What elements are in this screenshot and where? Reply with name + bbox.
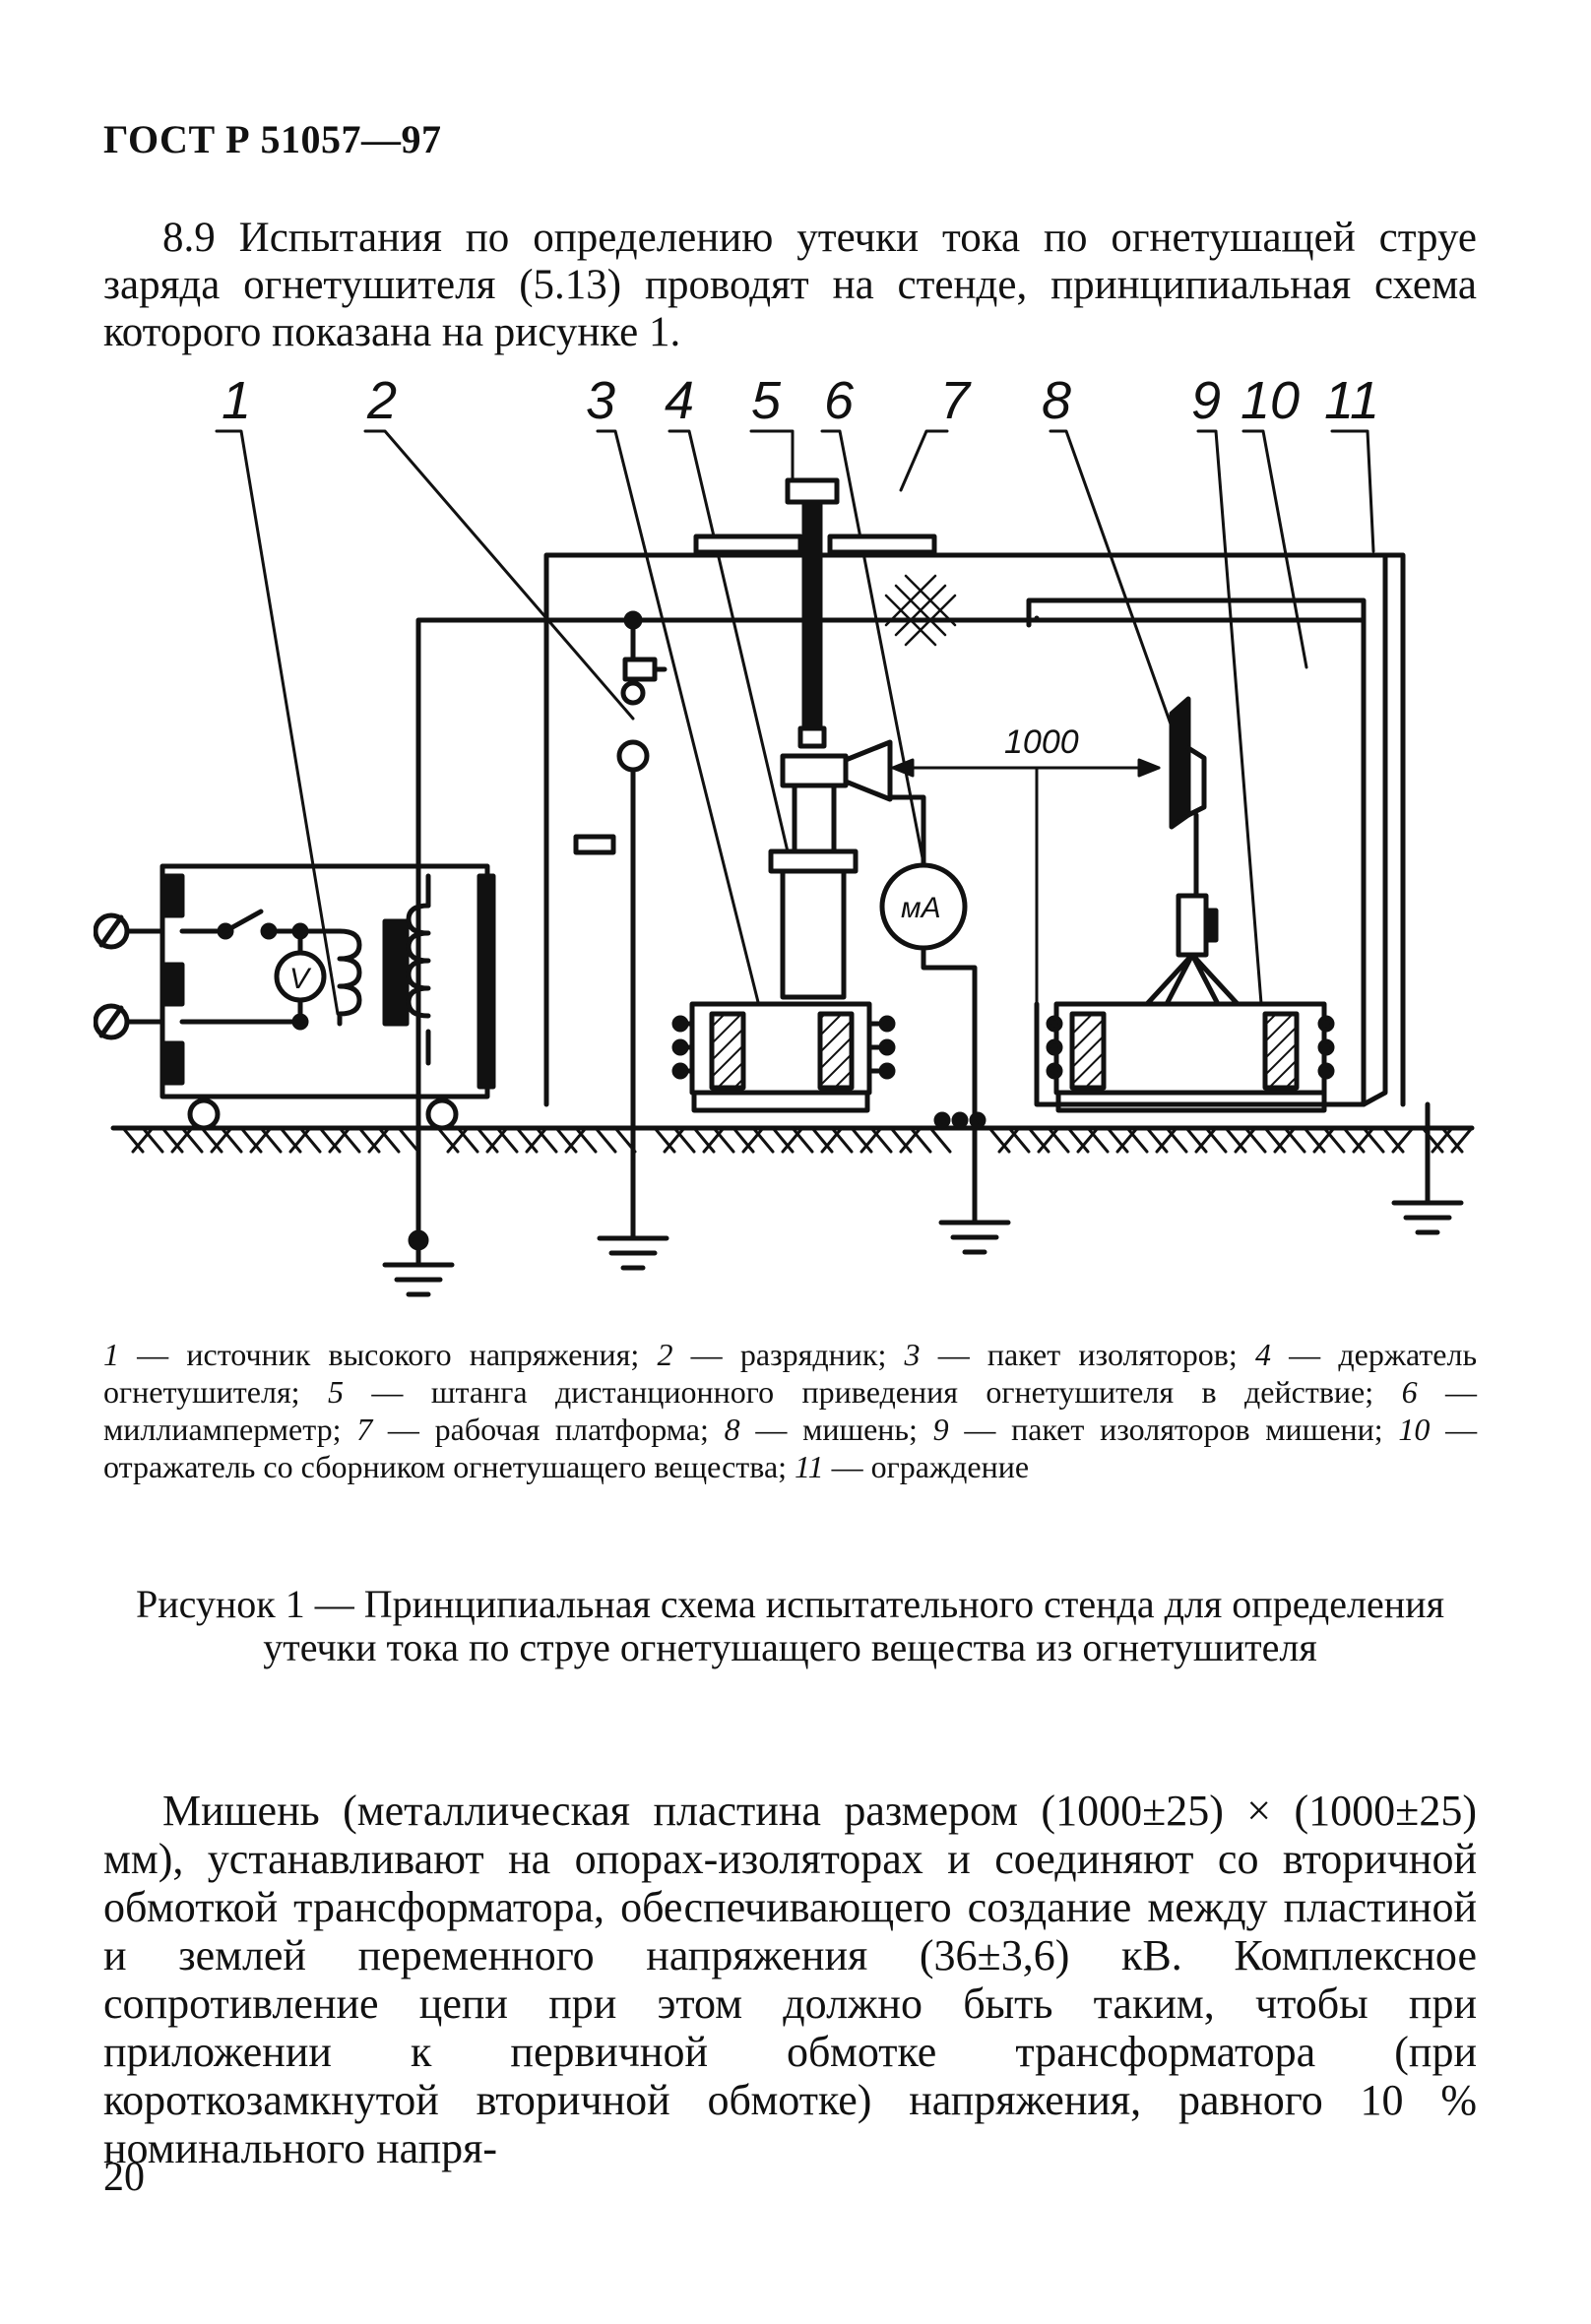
label-10: 10: [1241, 374, 1300, 430]
dimension-value: 1000: [1004, 723, 1079, 761]
mesh: [884, 574, 957, 647]
legend-text: мишень;: [802, 1412, 918, 1447]
legend-text: миллиамперметр;: [103, 1412, 342, 1447]
legend-text: пакет изоляторов;: [986, 1337, 1238, 1372]
label-8: 8: [1042, 374, 1071, 430]
high-voltage-source: V: [93, 863, 496, 1131]
test-stand-diagram: 1 2 3 4 5 6 7 8 9 10 11: [93, 371, 1492, 1324]
section-paragraph: 8.9 Испытания по определению утечки тока…: [103, 215, 1477, 356]
legend-num: 1: [103, 1337, 119, 1372]
target-plate: [1034, 615, 1241, 1007]
section-text: Испытания по определению утечки тока по …: [103, 215, 1477, 355]
label-9: 9: [1191, 374, 1221, 430]
legend-num: 5: [327, 1374, 344, 1410]
legend-text: рабочая платформа;: [434, 1412, 709, 1447]
legend-text: штанга дистанционного приведения огнетуш…: [430, 1374, 1374, 1410]
legend-text: ограждение: [870, 1449, 1030, 1484]
legend-num: 10: [1398, 1412, 1431, 1447]
leader-lines: [215, 429, 1375, 1063]
legend-text: пакет изоляторов мишени;: [1011, 1412, 1383, 1447]
figure-legend: 1 — источник высокого напряжения; 2 — ра…: [103, 1337, 1478, 1484]
dimension-line: 1000: [891, 723, 1161, 1085]
label-3: 3: [586, 374, 615, 430]
reflector: [1026, 597, 1367, 1107]
legend-num: 4: [1254, 1337, 1271, 1372]
label-7: 7: [940, 374, 972, 430]
enclosure: [543, 552, 1406, 1107]
section-number: 8.9: [162, 215, 216, 261]
label-4: 4: [665, 374, 694, 430]
ground: [110, 1111, 1475, 1154]
callout-labels: 1 2 3 4 5 6 7 8 9 10 11: [222, 371, 1379, 430]
legend-text: источник высокого напряжения;: [186, 1337, 640, 1372]
label-6: 6: [824, 374, 855, 430]
voltmeter-label: V: [289, 963, 312, 995]
legend-num: 6: [1401, 1374, 1418, 1410]
label-11: 11: [1324, 374, 1379, 430]
legend-num: 8: [724, 1412, 740, 1447]
legend-num: 11: [795, 1449, 824, 1484]
legend-num: 7: [356, 1412, 373, 1447]
legend-num: 9: [932, 1412, 949, 1447]
label-1: 1: [222, 374, 251, 430]
page-number: 20: [103, 2155, 145, 2200]
insulator-pack-main: [671, 1001, 896, 1113]
work-platform: [693, 534, 937, 555]
milliammeter-label: мА: [901, 892, 941, 924]
legend-num: 2: [657, 1337, 673, 1372]
label-2: 2: [366, 374, 397, 430]
ground-symbols: [382, 1101, 1464, 1297]
extinguisher-holder: [768, 739, 893, 1000]
legend-text: держатель огнетушителя;: [103, 1337, 1478, 1410]
milliammeter: мА: [879, 794, 978, 1125]
insulator-pack-target: [1034, 1001, 1367, 1113]
body-paragraph: Мишень (металлическая пластина размером …: [103, 1787, 1477, 2172]
legend-num: 3: [904, 1337, 921, 1372]
figure-caption: Рисунок 1 — Принципиальная схема испытат…: [136, 1582, 1444, 1669]
body-text: Мишень (металлическая пластина размером …: [103, 1787, 1477, 2172]
rod: [785, 477, 840, 749]
document-header: ГОСТ Р 51057—97: [103, 117, 442, 161]
legend-text: отражатель со сборником огнетушащего вещ…: [103, 1449, 788, 1484]
spark-arrester: [573, 657, 668, 1164]
legend-text: разрядник;: [739, 1337, 887, 1372]
label-5: 5: [751, 374, 782, 430]
